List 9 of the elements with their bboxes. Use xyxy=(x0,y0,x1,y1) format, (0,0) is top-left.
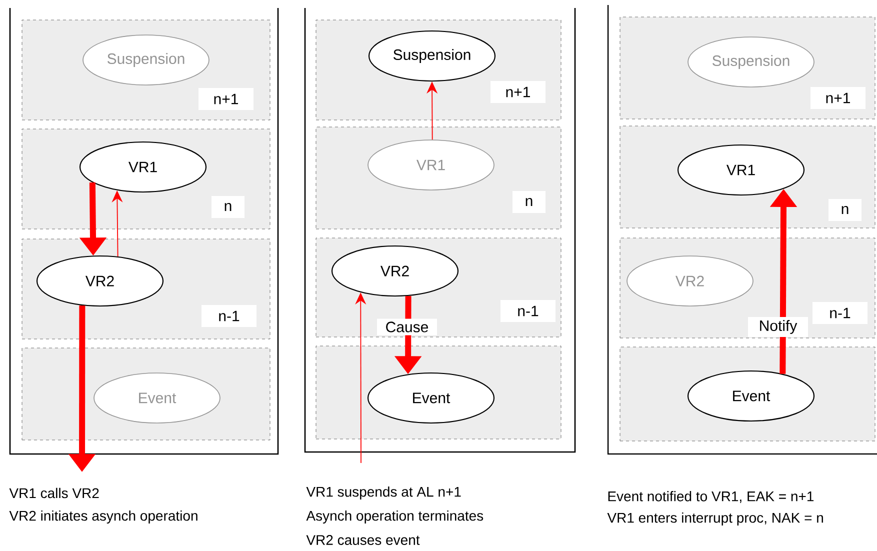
caption-text: VR1 calls VR2 xyxy=(9,488,99,498)
edge-label: Cause xyxy=(377,318,437,336)
edge-label: Notify xyxy=(748,317,808,337)
caption-text: Event notified to VR1, EAK = n+1 xyxy=(608,491,814,503)
caption-text: VR2 initiates asynch operation xyxy=(9,510,198,524)
caption-text: VR1 enters interrupt proc, NAK = n xyxy=(607,512,823,526)
caption-text: Asynch operation terminates xyxy=(306,510,484,524)
caption-text: VR2 causes event xyxy=(306,535,420,545)
caption-text: VR1 suspends at AL n+1 xyxy=(306,486,461,500)
